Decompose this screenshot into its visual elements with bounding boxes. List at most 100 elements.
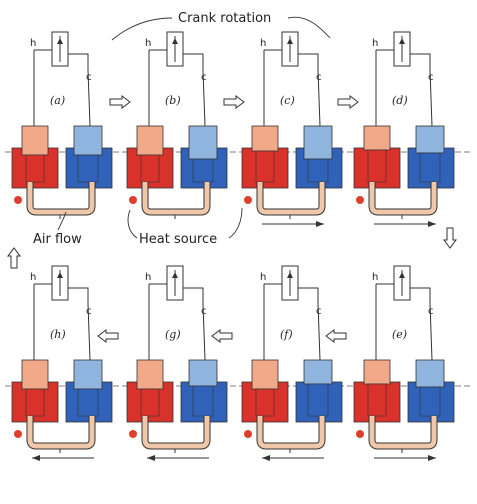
crank-letter-hot: h (372, 272, 378, 283)
air-flow-leader (57, 211, 67, 231)
cold-chamber (419, 386, 441, 417)
cold-chamber (307, 383, 329, 417)
heat-source-leader-left (127, 209, 138, 239)
cold-chamber (307, 158, 329, 183)
crank-rods (264, 283, 319, 304)
crank-letter-cold: c (428, 306, 434, 317)
crank-letter-hot: h (30, 272, 36, 283)
flywheel-arrow-icon (57, 38, 63, 44)
heat-source-label: Heat source (139, 232, 217, 247)
crank-letter-cold: c (428, 72, 434, 83)
crank-letter-hot: h (372, 38, 378, 49)
flywheel-arrow-icon (399, 272, 405, 278)
cold-piston-rod (317, 69, 321, 127)
cold-displacer (303, 359, 333, 385)
panel-a: hc(a) (11, 31, 113, 219)
panel-f: h c (f) (241, 265, 343, 461)
panel-c: hc(c) (241, 31, 343, 227)
panel-label: (e) (392, 328, 407, 341)
panel-e: h c (e) (353, 265, 455, 461)
flame-icon (14, 430, 22, 438)
crank-rods (149, 49, 204, 70)
cold-piston-rod (202, 69, 206, 127)
flow-arrow-icon (262, 455, 270, 461)
flow-arrow-icon (32, 455, 40, 461)
cold-displacer (415, 359, 445, 388)
crank-letter-hot: h (260, 38, 266, 49)
crank-letter-cold: c (201, 72, 207, 83)
cold-chamber (77, 154, 99, 183)
panel-label: (d) (392, 94, 408, 107)
cold-piston-rod (87, 69, 91, 127)
flow-arrow-icon (428, 455, 436, 461)
crank-letter-hot: h (145, 38, 151, 49)
cold-displacer (188, 125, 218, 160)
seq-arrow-e-f (325, 329, 347, 343)
u-pipe (27, 416, 95, 449)
panel-label: (h) (50, 328, 66, 341)
hot-chamber (255, 150, 275, 183)
flow-arrow-icon (428, 221, 436, 227)
crank-rods (34, 49, 89, 70)
u-pipe (257, 182, 325, 215)
cold-displacer (415, 125, 445, 154)
seq-arrow-f-g (211, 329, 233, 343)
panel-g: hc(g) (126, 265, 228, 461)
seq-arrow-b-c (223, 95, 245, 109)
cold-piston-rod (317, 303, 321, 361)
hot-chamber (25, 154, 45, 183)
flame-icon (244, 196, 252, 204)
flame-icon (244, 430, 252, 438)
flywheel-arrow-icon (172, 272, 178, 278)
crank-rotation-label: Crank rotation (178, 11, 271, 26)
crank-rods (149, 283, 204, 304)
flywheel-arrow-icon (287, 38, 293, 44)
cold-chamber (192, 385, 214, 417)
flow-arrow-icon (316, 221, 324, 227)
crank-letter-cold: c (86, 72, 92, 83)
flywheel-arrow-icon (172, 38, 178, 44)
seq-arrow-g-h (97, 329, 119, 343)
panel-d: h c (d) (353, 31, 455, 227)
cold-piston-rod (202, 303, 206, 361)
hot-chamber (25, 388, 45, 417)
panels-layer: hc(a)hc(b)hc(c)hc(d)hc(e)hc(f)hc(g)hc(h) (11, 31, 455, 461)
cold-chamber (419, 152, 441, 183)
u-pipe (257, 416, 325, 449)
sequence-arrows (7, 95, 457, 343)
hot-displacer (21, 125, 49, 156)
crank-letter-hot: h (260, 272, 266, 283)
flywheel-arrow-icon (399, 38, 405, 44)
flame-icon (129, 430, 137, 438)
hot-displacer (363, 125, 391, 151)
panel-label: (b) (165, 94, 181, 107)
cold-displacer (73, 359, 103, 390)
u-pipe (369, 416, 437, 449)
crank-letter-cold: c (316, 306, 322, 317)
hot-chamber (367, 149, 387, 183)
crank-rotation-leader-left (111, 17, 173, 41)
crank-rods (264, 49, 319, 70)
seq-arrow-a-b (109, 95, 131, 109)
flywheel-arrow-icon (57, 272, 63, 278)
panel-label: (c) (280, 94, 295, 107)
seq-arrow-h-a (7, 247, 21, 269)
crank-rods (34, 283, 89, 304)
flame-icon (14, 196, 22, 204)
panel-h: hc(h) (11, 265, 113, 461)
u-pipe (369, 182, 437, 215)
crank-rotation-leader-right (287, 16, 331, 39)
cold-chamber (77, 388, 99, 417)
flow-arrow-icon (147, 455, 155, 461)
flame-icon (356, 196, 364, 204)
panel-b: h c (b) (126, 31, 228, 219)
heat-source-leader-right (228, 207, 243, 239)
u-pipe (27, 182, 95, 215)
hot-displacer (136, 125, 164, 156)
crank-rods (376, 49, 431, 70)
flywheel-arrow-icon (287, 272, 293, 278)
flame-icon (356, 430, 364, 438)
panel-label: (f) (280, 328, 293, 341)
cold-displacer (73, 125, 103, 156)
